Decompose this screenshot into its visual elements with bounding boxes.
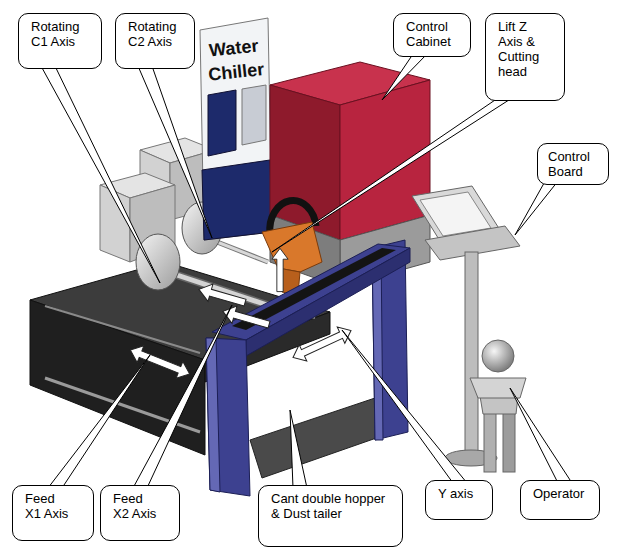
gantry-beam (212, 244, 410, 340)
callout-text: Rotating C2 Axis (128, 19, 182, 49)
callout-tail (272, 98, 512, 252)
callout-tail (290, 410, 307, 488)
tube-stock (212, 240, 268, 262)
operator-figure (480, 396, 518, 414)
part-label: Water Chiller (201, 33, 270, 87)
chiller-panel (242, 85, 266, 145)
callout-text: Y axis (438, 486, 482, 501)
monitor-screen (420, 192, 491, 236)
tube-stock (168, 272, 270, 306)
chiller-base (202, 160, 272, 240)
callout-tail (41, 66, 160, 283)
callout-box: Control Board (537, 143, 609, 185)
stand-pole (465, 252, 478, 452)
chiller-cabinet (200, 18, 272, 240)
callout-box: Feed X1 Axis (12, 485, 94, 541)
callout-tail (510, 388, 572, 483)
tube-stock (168, 272, 270, 306)
callout-text: Feed X1 Axis (25, 491, 71, 521)
callout-box: Cant double hopper & Dust tailer (258, 485, 403, 547)
callout-box: Y axis (425, 480, 493, 520)
cabinet-side (270, 85, 340, 240)
motion-arrow (289, 322, 355, 365)
callout-box: Feed X2 Axis (100, 485, 180, 541)
callout-text: Feed X2 Axis (113, 491, 159, 521)
chuck-cylinder (136, 234, 180, 290)
motion-arrow (272, 248, 288, 291)
tube-stock (212, 240, 268, 262)
callout-box: Lift Z Axis & Cutting head (485, 13, 565, 101)
callout-tail (48, 355, 150, 488)
callout-text: Lift Z Axis & Cutting head (498, 19, 550, 79)
operator-head (482, 340, 514, 372)
chiller-panel (208, 90, 236, 156)
operator-figure (503, 412, 515, 472)
callout-tail (342, 330, 467, 483)
callout-text: Rotating C1 Axis (31, 19, 89, 49)
callout-text: Cant double hopper & Dust tailer (271, 491, 388, 521)
gantry-post (206, 338, 250, 496)
callout-box: Operator (520, 480, 600, 520)
callout-tail (133, 305, 232, 488)
operator-figure (470, 378, 526, 398)
callout-text: Control Board (548, 149, 598, 179)
bed-front (30, 300, 205, 455)
motion-arrow (127, 342, 193, 383)
callout-tail (382, 54, 427, 100)
motion-arrow (220, 303, 271, 334)
motion-arrow (196, 281, 247, 312)
gantry-post (206, 338, 220, 492)
callout-box: Control Cabinet (393, 13, 471, 57)
cabinet-front (340, 80, 430, 240)
callout-text: Control Cabinet (406, 19, 458, 49)
bed-rail (45, 306, 200, 353)
callout-tail (138, 66, 212, 238)
callout-box: Rotating C2 Axis (115, 13, 195, 69)
callout-box: Rotating C1 Axis (18, 13, 102, 69)
cutting-head (262, 222, 322, 272)
operator-figure (484, 412, 496, 472)
callout-text: Operator (533, 486, 589, 501)
